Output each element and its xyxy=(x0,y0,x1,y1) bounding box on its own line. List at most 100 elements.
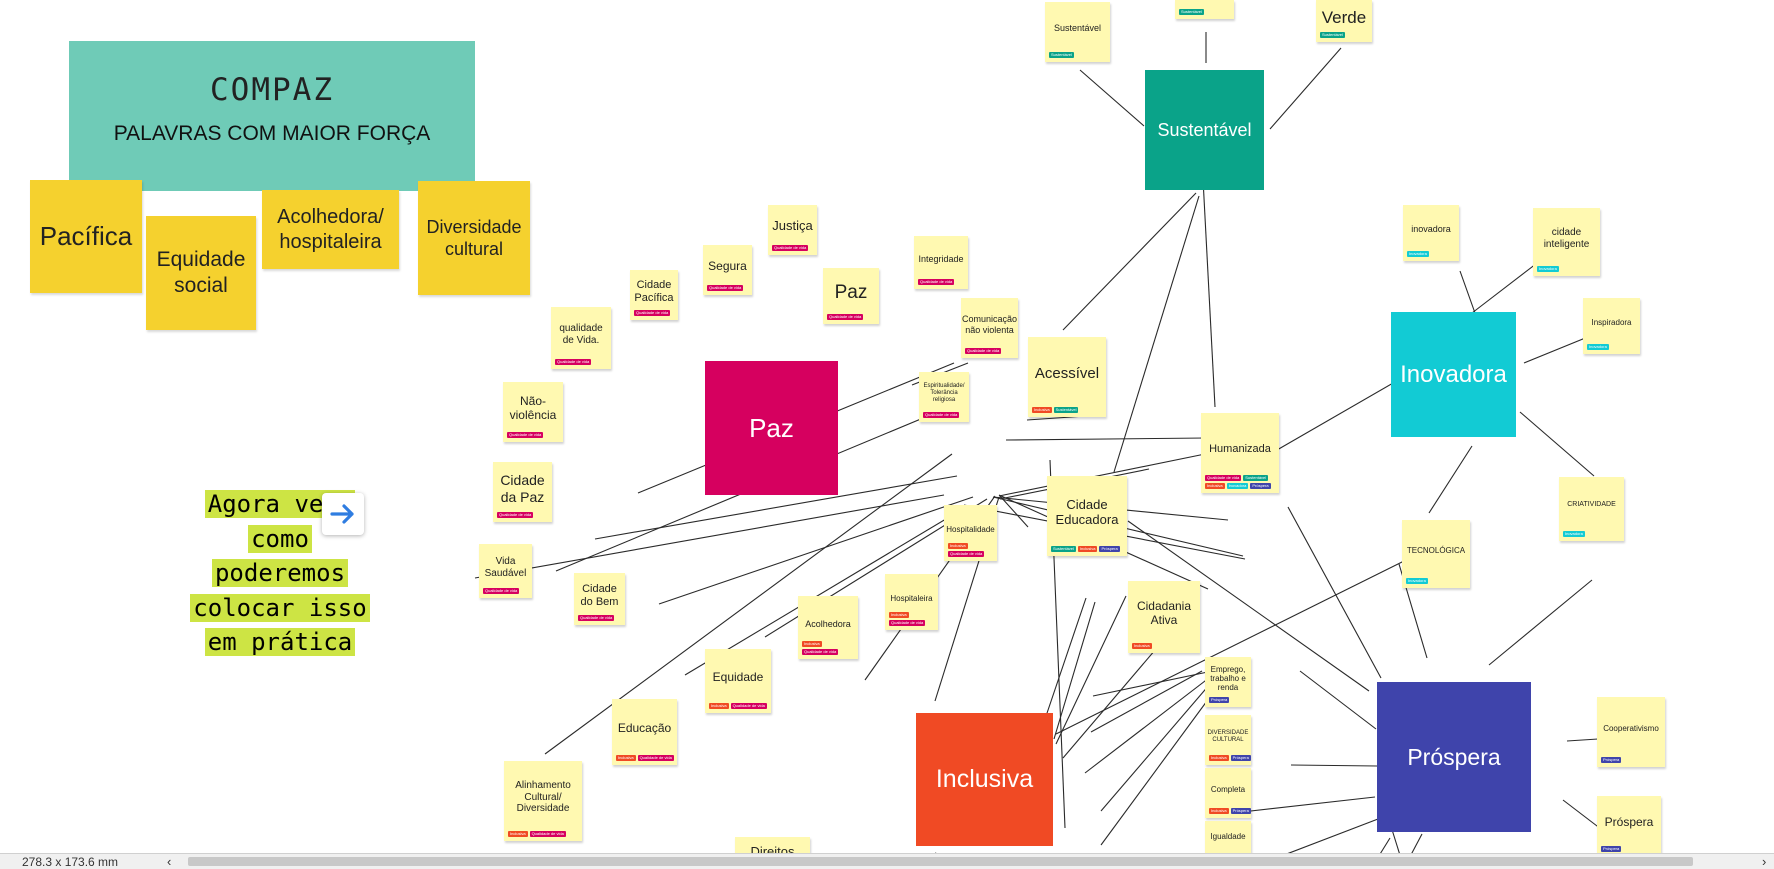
hub-inclusiva[interactable]: Inclusiva xyxy=(916,713,1053,846)
tag-badge: Qualidade de vida xyxy=(948,551,985,557)
tag-list: Qualidade de vida xyxy=(578,615,615,621)
tag-list: Qualidade de vida xyxy=(918,279,955,285)
connector-line xyxy=(999,495,1029,528)
sticky-note-label: Sustentável xyxy=(1053,23,1102,34)
tag-badge: Inclusiva xyxy=(1132,643,1152,649)
tag-list: Inovadora xyxy=(1406,578,1428,584)
tag-list: Qualidade de vida xyxy=(965,348,1002,354)
tag-badge: Qualidade de vida xyxy=(483,588,520,594)
sticky-note-qualidade-vida[interactable]: qualidade de Vida. Qualidade de vida xyxy=(551,307,611,369)
connector-line xyxy=(1471,256,1546,314)
tag-badge: Próspera xyxy=(1099,546,1120,552)
arrow-right-button[interactable] xyxy=(322,493,364,535)
sticky-note-top-note[interactable]: Sustentável xyxy=(1175,0,1234,19)
title-compaz: COMPAZ xyxy=(210,72,334,108)
tag-list: Inovadora xyxy=(1537,266,1559,272)
hub-sustentavel[interactable]: Sustentável xyxy=(1145,70,1264,190)
sticky-note-label: Hospitalidade xyxy=(946,524,995,534)
note-line: em prática xyxy=(204,628,356,656)
sticky-note-tecnologica[interactable]: TECNOLÓGICA Inovadora xyxy=(1402,520,1470,588)
sticky-note-label: Cidadania Ativa xyxy=(1136,598,1192,627)
sticky-note-label: Equidade xyxy=(712,669,764,684)
connector-line xyxy=(1100,683,1211,812)
connector-line xyxy=(1055,595,1127,745)
sticky-note-label: Verde xyxy=(1321,7,1367,27)
sticky-note-label: Não-violência xyxy=(509,393,557,422)
connector-line xyxy=(1090,670,1203,733)
sticky-note-label: Integridade xyxy=(918,253,964,264)
tag-badge: Qualidade de vida xyxy=(507,432,544,438)
connector-line xyxy=(594,475,958,540)
note-line: colocar isso xyxy=(190,593,370,622)
tag-list: Qualidade de vida xyxy=(707,285,744,291)
sticky-note-label: TECNOLÓGICA xyxy=(1406,545,1466,555)
connector-line xyxy=(1084,670,1219,774)
connector-line xyxy=(1113,195,1200,473)
tag-badge: Qualidade de vida xyxy=(555,359,592,365)
arrow-right-icon xyxy=(330,504,354,524)
hub-prospera[interactable]: Próspera xyxy=(1377,682,1531,832)
keyword-sticky-acolhedora[interactable]: Acolhedora/ hospitaleira xyxy=(262,190,399,269)
scroll-right-icon[interactable]: › xyxy=(1762,854,1767,869)
sticky-note-label: qualidade de Vida. xyxy=(559,323,603,346)
tag-badge: Qualidade de vida xyxy=(637,755,674,761)
tag-badge: Qualidade de vida xyxy=(965,348,1002,354)
hub-paz[interactable]: Paz xyxy=(705,361,838,495)
tag-badge: Qualidade de vida xyxy=(707,285,744,291)
tag-badge: Próspera xyxy=(1209,697,1230,703)
scroll-left-icon[interactable]: ‹ xyxy=(167,854,172,869)
tag-badge: Qualidade de vida xyxy=(918,279,955,285)
note-line: poderemos xyxy=(211,559,349,587)
tag-badge: Inovadora xyxy=(1563,531,1585,537)
tag-list: Qualidade de vida xyxy=(497,512,534,518)
keyword-sticky-pacifica[interactable]: Pacífica xyxy=(30,180,142,293)
sticky-note-label: cidade inteligente xyxy=(1543,227,1590,250)
status-bar: 278.3 x 173.6 mm ‹ › xyxy=(0,853,1774,869)
title-card[interactable]: COMPAZ PALAVRAS COM MAIOR FORÇA xyxy=(69,41,475,191)
tag-badge: Inclusiva xyxy=(1209,755,1229,761)
tag-badge: Qualidade de vida xyxy=(497,512,534,518)
tag-badge: Inclusiva xyxy=(508,831,528,837)
hub-inovadora[interactable]: Inovadora xyxy=(1391,312,1516,437)
sticky-note-label: Alinhamento Cultural/ Diversidade xyxy=(515,780,571,815)
keyword-sticky-diversidade-cultural[interactable]: Diversidade cultural xyxy=(418,181,530,295)
sticky-note-igualdade[interactable]: Igualdade xyxy=(1205,821,1251,853)
sticky-note-label: Hospitaleira xyxy=(890,593,933,603)
horizontal-scrollbar[interactable] xyxy=(188,857,1693,866)
keyword-sticky-equidade-social[interactable]: Equidade social xyxy=(146,216,256,330)
